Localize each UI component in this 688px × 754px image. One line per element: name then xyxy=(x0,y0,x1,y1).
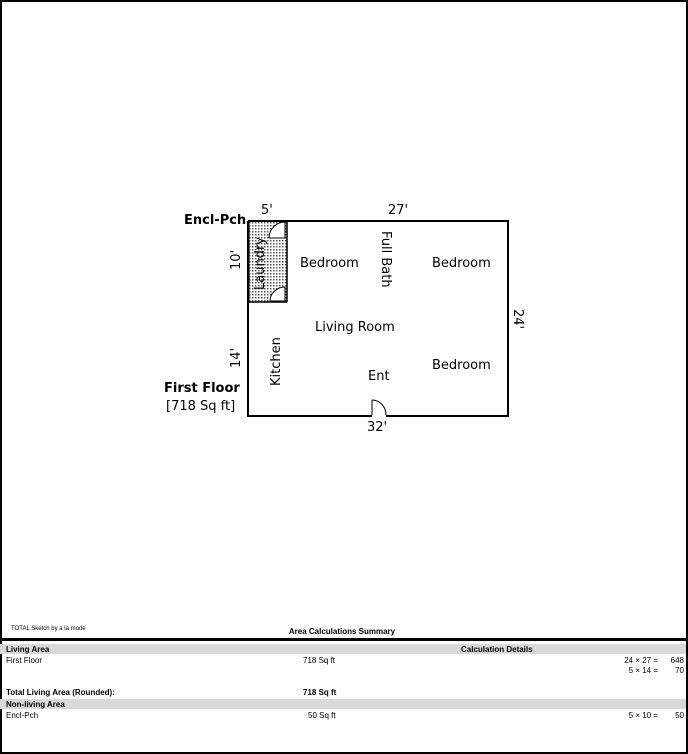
laundry-door-top xyxy=(268,221,286,239)
first-floor-label: First Floor xyxy=(164,381,240,396)
room-living-room: Living Room xyxy=(315,320,395,335)
calc-row-2: 5 × 14 = xyxy=(628,666,658,675)
room-bedroom-1: Bedroom xyxy=(300,256,359,271)
nonliving-header-row: Non-living Area xyxy=(0,699,686,709)
total-living-value: 718 Sq ft xyxy=(303,688,337,697)
encl-pch-row-area: 50 Sq ft xyxy=(308,711,336,720)
dim-left-lower: 14' xyxy=(229,348,244,368)
encl-pch-row-name: Encl-Pch xyxy=(6,711,39,720)
encl-pch-label: Encl-Pch xyxy=(184,213,246,228)
dim-bottom: 32' xyxy=(367,420,387,435)
dim-top-right: 27' xyxy=(388,203,408,218)
dim-right: 24' xyxy=(510,309,525,329)
dim-left-upper: 10' xyxy=(229,250,244,270)
first-floor-area: [718 Sq ft] xyxy=(166,399,235,414)
room-full-bath: Full Bath xyxy=(378,231,393,288)
room-bedroom-2: Bedroom xyxy=(432,256,491,271)
laundry-door-bottom xyxy=(269,286,286,302)
summary-divider xyxy=(0,638,688,641)
nonliving-header: Non-living Area xyxy=(6,700,65,709)
encl-calc-row: 5 × 10 = xyxy=(628,711,658,720)
living-area-header: Living Area xyxy=(6,645,50,654)
entry-door xyxy=(371,399,387,416)
room-bedroom-3: Bedroom xyxy=(432,358,491,373)
calc-details-header: Calculation Details xyxy=(461,645,533,654)
calc-row-1-value: 648 xyxy=(670,656,684,665)
calc-row-2-value: 70 xyxy=(675,666,684,675)
first-floor-row-area: 718 Sq ft xyxy=(303,656,336,665)
room-laundry: Laundry xyxy=(253,237,268,290)
software-credit: TOTAL Sketch by a la mode xyxy=(11,626,86,632)
room-entry: Ent xyxy=(368,369,390,384)
first-floor-row-name: First Floor xyxy=(6,656,42,665)
floor-plan: Encl-Pch First Floor [718 Sq ft] 5' 27' … xyxy=(164,203,525,435)
room-kitchen: Kitchen xyxy=(269,337,284,386)
encl-calc-value: 50 xyxy=(675,711,684,720)
calc-row-1: 24 × 27 = xyxy=(624,656,658,665)
first-floor-outline xyxy=(247,220,509,417)
summary-title: Area Calculations Summary xyxy=(288,627,396,636)
living-area-header-row: Living Area Calculation Details xyxy=(0,644,686,654)
total-living-label: Total Living Area (Rounded): xyxy=(6,688,115,697)
dim-top-left: 5' xyxy=(261,203,273,218)
